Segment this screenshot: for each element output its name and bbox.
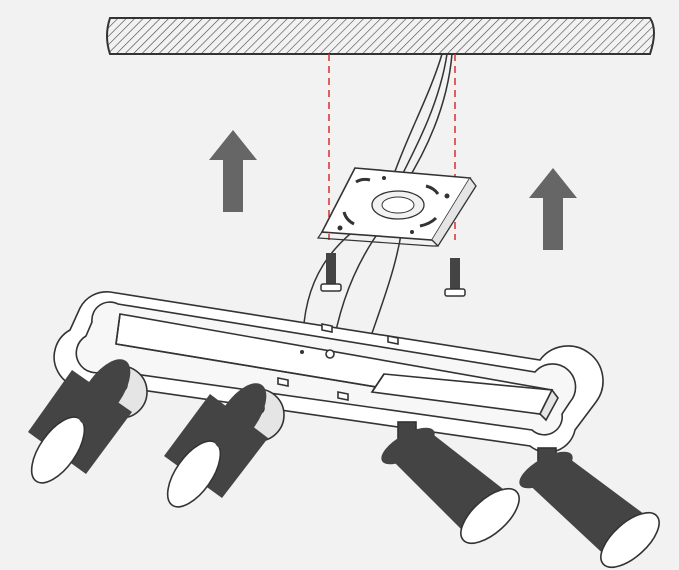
spotlight: [381, 421, 520, 545]
screw-icon: [320, 253, 342, 292]
spotlight: [164, 383, 285, 508]
ceiling: [106, 17, 655, 55]
spotlight: [28, 359, 148, 484]
mounting-bracket: [316, 167, 477, 248]
spotlight: [519, 447, 660, 569]
up-arrow-icon: [209, 130, 257, 212]
alignment-guide-lines: [328, 54, 456, 240]
up-arrow-icon: [529, 168, 577, 250]
screw-icon: [444, 258, 466, 297]
